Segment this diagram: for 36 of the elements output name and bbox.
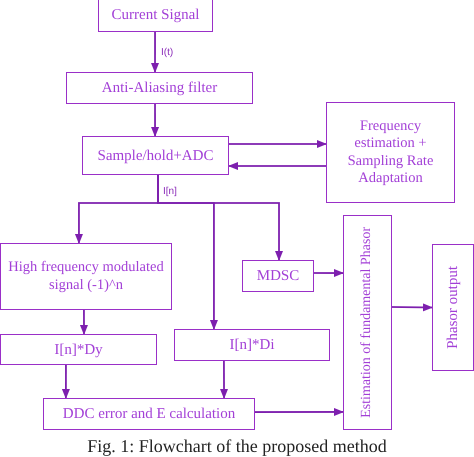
edge-label: I(t) bbox=[160, 47, 174, 58]
caption: Fig. 1: Flowchart of the proposed method bbox=[86, 436, 388, 457]
box-label: I[n]*Di bbox=[230, 336, 274, 354]
arrow bbox=[80, 310, 88, 335]
box-label: Sample/hold+ADC bbox=[98, 146, 214, 164]
process-box bbox=[326, 102, 455, 203]
process-box bbox=[0, 334, 157, 365]
box-label: MDSC bbox=[256, 267, 300, 285]
process-box bbox=[432, 244, 474, 371]
process-box bbox=[98, 0, 213, 32]
arrow bbox=[314, 269, 344, 278]
arrow bbox=[392, 303, 433, 312]
arrow bbox=[157, 175, 283, 261]
box-label: Current Signal bbox=[112, 6, 200, 24]
arrow bbox=[229, 140, 327, 148]
process-box bbox=[66, 72, 253, 104]
process-box bbox=[0, 243, 172, 310]
process-box bbox=[82, 136, 229, 175]
arrow bbox=[255, 408, 344, 416]
box-label: Anti-Aliasing filter bbox=[102, 79, 218, 97]
process-box bbox=[174, 329, 330, 361]
arrow bbox=[62, 365, 70, 399]
box-label: Frequency estimation + Sampling Rate Adaptation bbox=[346, 118, 434, 188]
process-box bbox=[43, 398, 255, 430]
arrow bbox=[220, 361, 228, 399]
box-label: DDC error and E calculation bbox=[62, 405, 236, 423]
box-label: High frequency modulated signal (-1)^n bbox=[7, 259, 165, 294]
box-label: I[n]*Dy bbox=[54, 340, 103, 358]
process-box bbox=[242, 260, 314, 292]
arrow bbox=[151, 32, 160, 73]
box-label: Estimation of fundamental Phasor bbox=[359, 227, 376, 418]
process-box bbox=[343, 215, 392, 430]
box-label: Phasor output bbox=[444, 266, 462, 349]
edge-label: I[n] bbox=[162, 186, 178, 197]
arrow bbox=[151, 104, 160, 137]
arrow bbox=[228, 162, 326, 170]
